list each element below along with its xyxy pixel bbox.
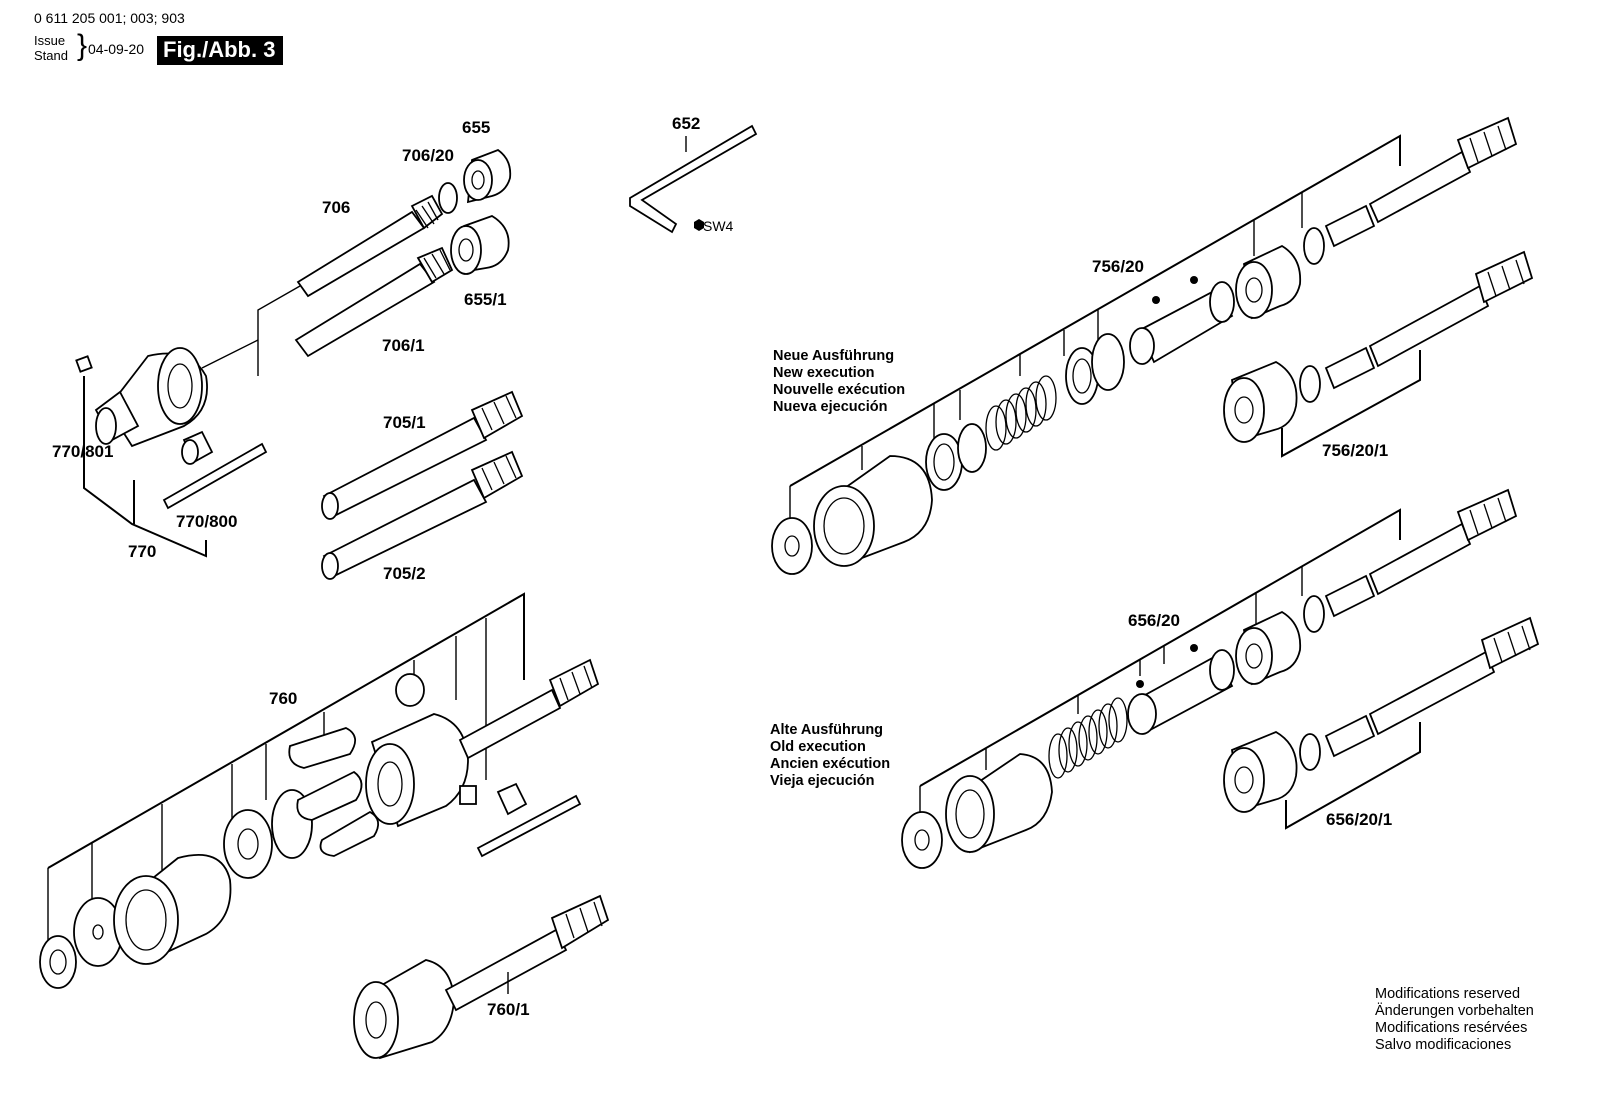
brace-glyph: } — [77, 29, 88, 62]
part-655-sleeve — [463, 148, 512, 204]
part-760-chuck-assembly — [39, 658, 600, 989]
legend-new-execution: Neue Ausführung New execution Nouvelle e… — [773, 348, 905, 416]
label-706: 706 — [322, 198, 350, 217]
modifications-line: Modifications reserved — [1375, 986, 1521, 1002]
part-656-20-1-assembly — [1223, 616, 1540, 813]
legend-line: Nueva ejecución — [773, 399, 888, 415]
legend-line: Old execution — [770, 739, 866, 755]
legend-old-execution: Alte Ausführung Old execution Ancien exé… — [770, 722, 890, 790]
stand-label: Stand — [34, 48, 68, 63]
assembly-new-execution — [771, 116, 1518, 575]
part-706-spindle — [296, 194, 444, 298]
legend-line: Alte Ausführung — [770, 722, 884, 738]
legend-line: Vieja ejecución — [770, 773, 875, 789]
part-770-800-key — [162, 430, 268, 510]
part-706-1-spindle — [294, 246, 454, 358]
assembly-old-execution — [901, 488, 1518, 869]
part-705-2-spindle — [321, 450, 524, 580]
label-770-801: 770/801 — [52, 442, 113, 461]
label-760-1: 760/1 — [487, 1000, 530, 1019]
part-706-20-ring — [438, 182, 458, 214]
document-code: 0 611 205 001; 003; 903 — [34, 10, 185, 26]
label-705-2: 705/2 — [383, 564, 426, 583]
modifications-line: Salvo modificaciones — [1375, 1037, 1512, 1053]
part-705-1-spindle — [321, 390, 524, 520]
issue-date: 04-09-20 — [88, 41, 145, 57]
label-705-1: 705/1 — [383, 413, 426, 432]
modifications-notice: Modifications reserved Änderungen vorbeh… — [1375, 986, 1534, 1054]
label-652: 652 — [672, 114, 700, 133]
issue-label: Issue — [34, 33, 66, 48]
label-656-20: 656/20 — [1128, 611, 1180, 630]
part-770-drill-chuck — [94, 347, 208, 448]
label-770-800: 770/800 — [176, 512, 237, 531]
modifications-line: Modifications resérvées — [1375, 1020, 1528, 1036]
hex-symbol-icon — [694, 219, 704, 231]
part-756-20-1-assembly — [1223, 250, 1534, 443]
label-sw4: SW4 — [703, 218, 734, 234]
label-706-1: 706/1 — [382, 336, 425, 355]
label-756-20-1: 756/20/1 — [1322, 441, 1388, 460]
figure-title: Fig./Abb. 3 — [157, 36, 284, 65]
label-656-20-1: 656/20/1 — [1326, 810, 1392, 829]
issue-stand-label: Issue Stand — [34, 33, 68, 63]
legend-line: Nouvelle exécution — [773, 382, 906, 398]
label-756-20: 756/20 — [1092, 257, 1144, 276]
label-706-20: 706/20 — [402, 146, 454, 165]
part-655-1-sleeve — [450, 215, 510, 275]
part-760-1-chuck-body — [353, 894, 610, 1060]
label-760: 760 — [269, 689, 297, 708]
modifications-line: Änderungen vorbehalten — [1375, 1003, 1534, 1019]
legend-line: Neue Ausführung — [773, 348, 895, 364]
part-652-hex-key — [629, 124, 758, 234]
label-655: 655 — [462, 118, 490, 137]
label-770: 770 — [128, 542, 156, 561]
label-655-1: 655/1 — [464, 290, 507, 309]
part-770-801-screw — [75, 355, 93, 373]
legend-line: New execution — [773, 365, 875, 381]
legend-line: Ancien exécution — [770, 756, 891, 772]
